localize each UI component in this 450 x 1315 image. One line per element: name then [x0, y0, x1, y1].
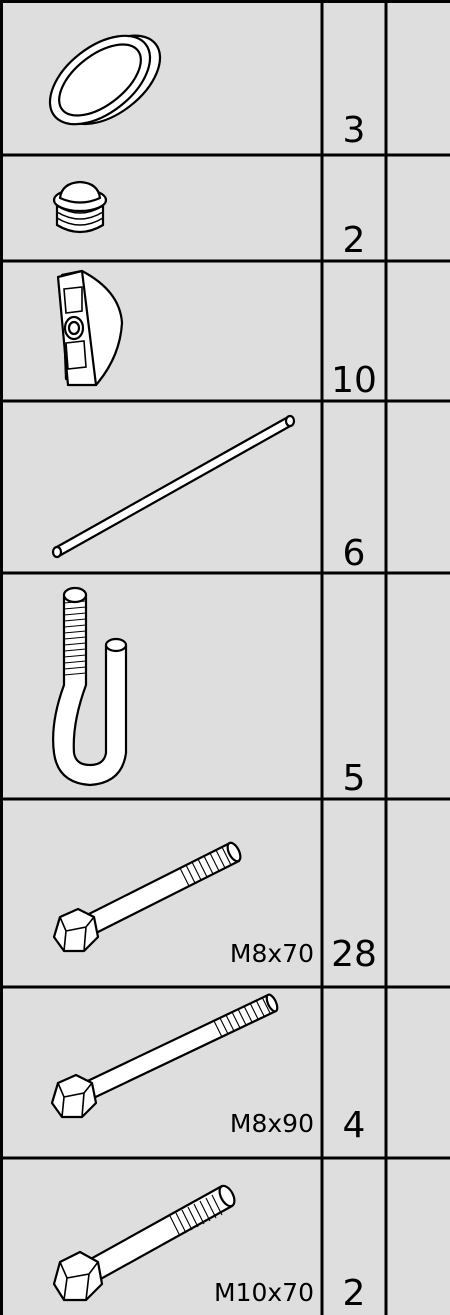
part-size-label: M8x90	[229, 1109, 314, 1138]
part-row: 6	[0, 401, 450, 573]
j-hook-bolt-icon	[10, 573, 322, 799]
part-size-label: M10x70	[214, 1278, 314, 1307]
part-row: M8x70 28	[0, 799, 450, 987]
threaded-plug-icon	[10, 155, 322, 261]
part-quantity: 2	[342, 220, 366, 261]
part-size-label: M8x70	[229, 939, 314, 968]
clamp-bracket-icon	[10, 261, 322, 401]
part-row: 3	[0, 0, 450, 155]
hex-bolt-icon	[10, 987, 322, 1158]
part-row: 5	[0, 573, 450, 799]
hex-bolt-icon	[10, 1158, 322, 1315]
part-quantity: 3	[342, 110, 366, 151]
ring-cap-icon	[10, 0, 322, 155]
part-quantity: 5	[342, 758, 366, 799]
part-quantity: 4	[342, 1105, 366, 1146]
part-quantity: 28	[331, 934, 377, 975]
part-row: 10	[0, 261, 450, 401]
part-quantity: 6	[342, 533, 366, 574]
part-row: M8x90 4	[0, 987, 450, 1158]
hex-bolt-icon	[10, 799, 322, 987]
part-quantity: 10	[331, 360, 377, 401]
part-row: 2	[0, 155, 450, 261]
part-row: M10x70 2	[0, 1158, 450, 1315]
part-quantity: 2	[342, 1273, 366, 1314]
rod-icon	[10, 401, 322, 573]
